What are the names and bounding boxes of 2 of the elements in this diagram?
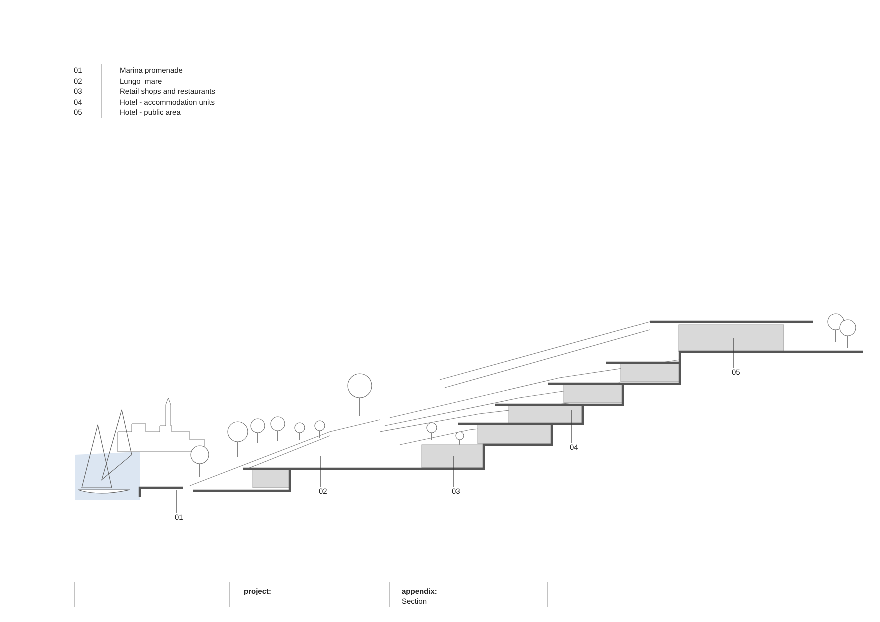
- leader-line: [176, 490, 178, 514]
- leader-line: [320, 456, 322, 488]
